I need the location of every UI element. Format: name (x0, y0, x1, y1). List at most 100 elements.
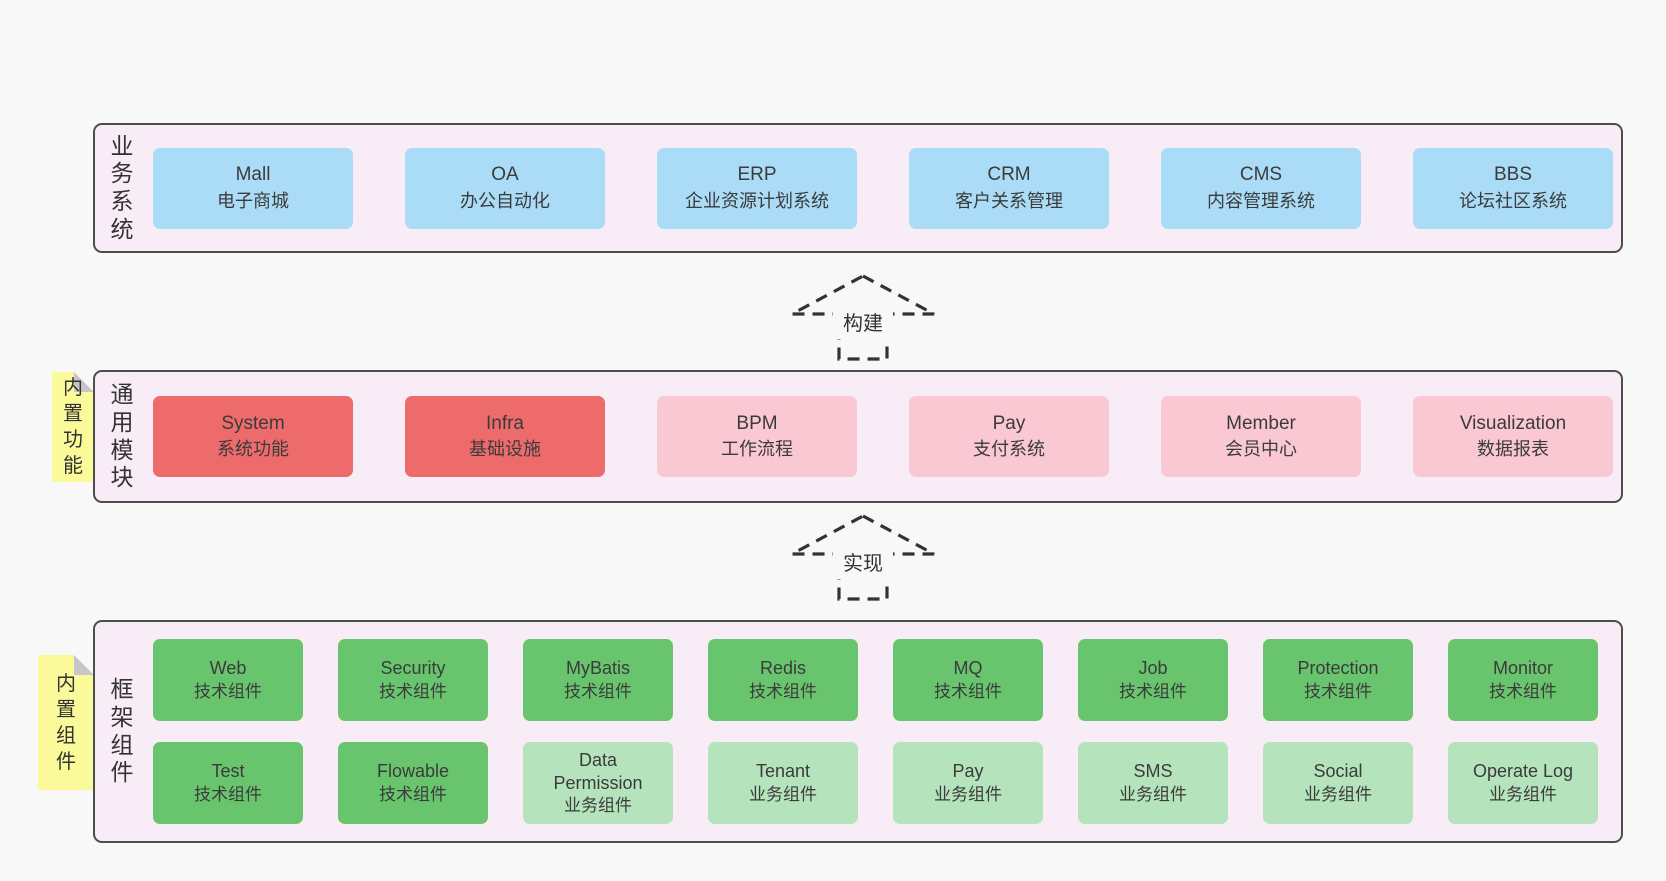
box-subtitle: 技术组件 (564, 681, 632, 701)
box-infra: Infra 基础设施 (405, 396, 605, 477)
box-title: CMS (1239, 164, 1283, 186)
box-subtitle: 业务组件 (1489, 784, 1557, 804)
box-title: Pay (952, 761, 984, 782)
box-title: Web (209, 658, 247, 679)
box-subtitle: 技术组件 (1119, 681, 1187, 701)
box-monitor: Monitor 技术组件 (1448, 639, 1598, 721)
layer-label-business-systems: 业务系统 (110, 132, 134, 242)
dashed-up-arrow-icon (791, 514, 935, 601)
sticky-note-built-in-components: 内置组件 (38, 655, 94, 790)
box-subtitle: 业务组件 (1119, 784, 1187, 804)
box-crm: CRM 客户关系管理 (909, 147, 1109, 229)
box-title: BBS (1493, 164, 1533, 186)
box-subtitle: 数据报表 (1477, 439, 1549, 460)
box-mall: Mall 电子商城 (153, 147, 353, 229)
layer-label-common-modules: 通用模块 (110, 381, 134, 491)
box-title: Data Permission (553, 749, 643, 793)
box-job: Job 技术组件 (1078, 639, 1228, 721)
box-subtitle: 业务组件 (934, 784, 1002, 804)
box-operate-log: Operate Log 业务组件 (1448, 742, 1598, 824)
box-subtitle: 企业资源计划系统 (685, 190, 829, 211)
box-security: Security 技术组件 (338, 639, 488, 721)
note-text-built-in-features: 内置功能 (63, 377, 83, 477)
box-title: ERP (737, 164, 777, 186)
box-flowable: Flowable 技术组件 (338, 742, 488, 824)
box-title: Mall (235, 164, 271, 186)
box-sms: SMS 业务组件 (1078, 742, 1228, 824)
box-subtitle: 业务组件 (749, 784, 817, 804)
box-subtitle: 工作流程 (721, 439, 793, 460)
box-subtitle: 技术组件 (194, 784, 262, 804)
box-visualization: Visualization 数据报表 (1413, 396, 1613, 477)
box-subtitle: 基础设施 (469, 439, 541, 460)
box-subtitle: 内容管理系统 (1207, 190, 1315, 211)
box-data-permission: Data Permission 业务组件 (523, 742, 673, 824)
box-title: Operate Log (1472, 761, 1574, 782)
box-title: OA (491, 164, 519, 186)
note-text-built-in-components: 内置组件 (56, 672, 76, 773)
box-subtitle: 会员中心 (1225, 439, 1297, 460)
box-subtitle: 技术组件 (934, 681, 1002, 701)
arrow-label-background (833, 308, 893, 339)
box-mq: MQ 技术组件 (893, 639, 1043, 721)
box-title: BPM (736, 412, 778, 434)
box-bbs: BBS 论坛社区系统 (1413, 147, 1613, 229)
layer-framework-components: 框架组件 Web 技术组件 Security 技术组件 MyBatis 技术组件… (93, 620, 1623, 843)
box-oa: OA 办公自动化 (405, 147, 605, 229)
box-subtitle: 办公自动化 (460, 190, 550, 211)
box-cms: CMS 内容管理系统 (1161, 147, 1361, 229)
box-subtitle: 技术组件 (194, 681, 262, 701)
dashed-up-arrow-icon (791, 274, 935, 361)
box-title: SMS (1133, 761, 1173, 782)
box-title: Redis (759, 658, 807, 679)
box-subtitle: 电子商城 (217, 190, 289, 211)
box-title: Monitor (1492, 658, 1554, 679)
arrow-label-background (833, 548, 893, 579)
box-title: CRM (987, 164, 1031, 186)
box-subtitle: 技术组件 (1489, 681, 1557, 701)
business-systems-row: Mall 电子商城 OA 办公自动化 ERP 企业资源计划系统 CRM 客户关系… (153, 125, 1613, 251)
framework-components-row-2: Test 技术组件 Flowable 技术组件 Data Permission … (153, 742, 1598, 824)
box-subtitle: 系统功能 (217, 439, 289, 460)
box-subtitle: 技术组件 (379, 784, 447, 804)
box-subtitle: 业务组件 (564, 796, 632, 816)
box-social: Social 业务组件 (1263, 742, 1413, 824)
box-title: Protection (1297, 658, 1379, 679)
box-subtitle: 支付系统 (973, 439, 1045, 460)
layer-common-modules: 通用模块 System 系统功能 Infra 基础设施 BPM 工作流程 Pay… (93, 370, 1623, 503)
box-member: Member 会员中心 (1161, 396, 1361, 477)
common-modules-row: System 系统功能 Infra 基础设施 BPM 工作流程 Pay 支付系统… (153, 372, 1613, 501)
box-title: Social (1313, 761, 1363, 782)
box-subtitle: 技术组件 (379, 681, 447, 701)
box-title: Visualization (1459, 412, 1567, 434)
box-title: Flowable (376, 761, 450, 782)
layer-label-framework-components: 框架组件 (110, 676, 134, 786)
build-arrow: 构建 (791, 274, 935, 361)
build-arrow-label: 构建 (843, 312, 883, 335)
box-title: Infra (485, 412, 525, 434)
box-subtitle: 技术组件 (749, 681, 817, 701)
note-fold-icon (74, 655, 94, 675)
box-bpm: BPM 工作流程 (657, 396, 857, 477)
box-pay-component: Pay 业务组件 (893, 742, 1043, 824)
box-title: Pay (992, 412, 1026, 434)
box-title: Tenant (755, 761, 811, 782)
implement-arrow-label: 实现 (843, 552, 883, 575)
box-protection: Protection 技术组件 (1263, 639, 1413, 721)
layer-business-systems: 业务系统 Mall 电子商城 OA 办公自动化 ERP 企业资源计划系统 CRM… (93, 123, 1623, 253)
box-title: MQ (953, 658, 983, 679)
box-title: Job (1138, 658, 1168, 679)
box-tenant: Tenant 业务组件 (708, 742, 858, 824)
box-redis: Redis 技术组件 (708, 639, 858, 721)
box-title: System (221, 412, 285, 434)
box-pay-system: Pay 支付系统 (909, 396, 1109, 477)
implement-arrow: 实现 (791, 514, 935, 601)
box-title: Security (380, 658, 446, 679)
box-title: Member (1226, 412, 1296, 434)
box-subtitle: 客户关系管理 (955, 190, 1063, 211)
box-subtitle: 技术组件 (1304, 681, 1372, 701)
box-system: System 系统功能 (153, 396, 353, 477)
box-subtitle: 业务组件 (1304, 784, 1372, 804)
box-title: Test (211, 761, 245, 782)
